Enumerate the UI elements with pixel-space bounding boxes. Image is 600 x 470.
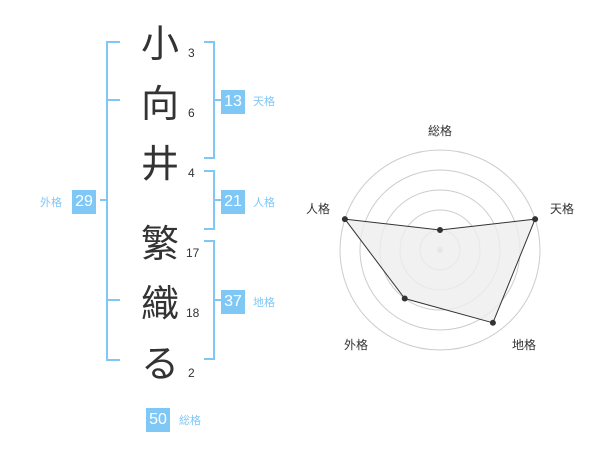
radar-axis-label-3: 地格: [512, 337, 536, 352]
name-char-5: 織: [140, 282, 179, 326]
name-char-2: 向: [140, 82, 179, 126]
gaikaku-label: 外格: [40, 197, 62, 209]
radar-axis-label-2: 天格: [550, 201, 574, 216]
chikaku-label: 地格: [253, 297, 275, 309]
chikaku-connector: [215, 299, 221, 301]
gaikaku-tick-1: [106, 99, 120, 101]
tenkaku-bracket: [204, 41, 215, 159]
radar-axis-label-1: 総格: [428, 123, 452, 138]
stroke-count-5: 18: [186, 306, 200, 320]
chikaku-bracket: [204, 240, 215, 360]
radar-point-3: [489, 319, 496, 326]
tenkaku-value: 13: [221, 90, 245, 114]
name-char-1: 小: [140, 22, 179, 66]
name-char-3: 井: [140, 142, 179, 186]
soukaku-label: 総格: [179, 415, 201, 427]
radar-point-2: [532, 216, 539, 223]
radar-area: [343, 218, 536, 324]
jinkaku-bracket: [204, 170, 215, 230]
gaikaku-connector: [100, 199, 106, 201]
soukaku-value: 50: [146, 408, 170, 432]
gaikaku-value: 29: [72, 190, 96, 214]
jinkaku-connector: [215, 199, 221, 201]
stroke-count-1: 3: [188, 46, 195, 60]
jinkaku-label: 人格: [253, 197, 275, 209]
radar-point-1: [437, 227, 443, 233]
tenkaku-label: 天格: [253, 96, 275, 108]
radar-axis-label-5: 人格: [306, 201, 330, 216]
radar-point-4: [401, 295, 408, 302]
stroke-count-2: 6: [188, 106, 195, 120]
radar-point-5: [341, 216, 348, 223]
stroke-count-3: 4: [188, 166, 195, 180]
jinkaku-value: 21: [221, 190, 245, 214]
stroke-count-6: 2: [188, 366, 195, 380]
stroke-count-4: 17: [186, 246, 200, 260]
name-char-4: 繁: [140, 222, 179, 266]
radar-ring: [339, 149, 541, 351]
gaikaku-bracket: [106, 41, 120, 361]
chikaku-value: 37: [221, 290, 245, 314]
name-char-6: る: [140, 342, 179, 386]
radar-shape: [341, 216, 539, 326]
radar-axis-label-4: 外格: [344, 337, 368, 352]
tenkaku-connector: [215, 99, 221, 101]
gaikaku-tick-2: [106, 299, 120, 301]
